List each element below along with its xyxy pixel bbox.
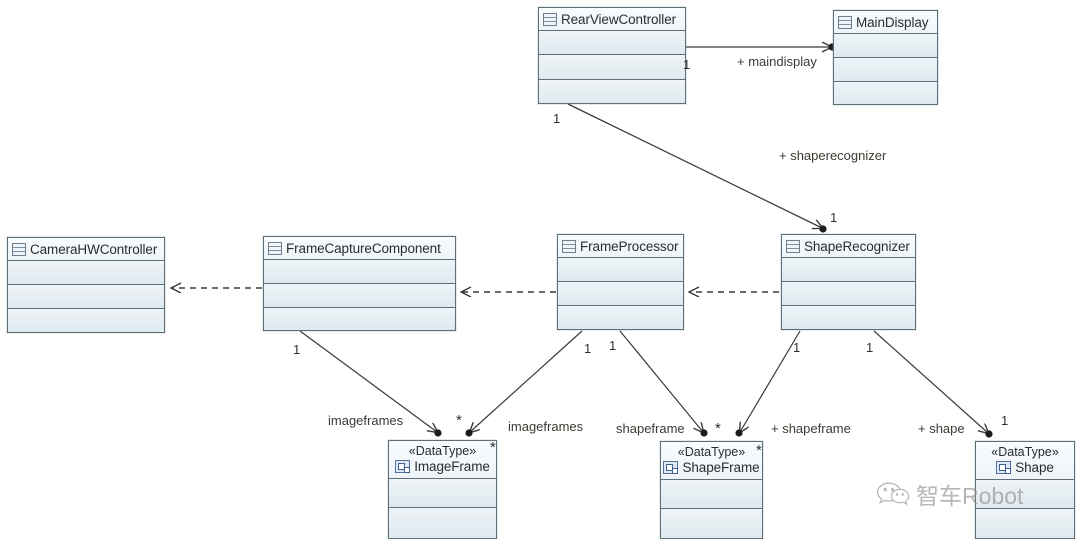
class-box-imageframe[interactable]: «DataType» ImageFrame [388, 440, 497, 539]
class-extra-compartment [782, 306, 915, 329]
class-attributes-compartment [661, 480, 762, 509]
uml-class-icon [12, 242, 26, 256]
class-attributes-compartment [834, 34, 937, 58]
multiplicity-sr-left: 1 [793, 340, 801, 355]
uml-class-icon [838, 15, 852, 29]
uml-class-icon [786, 239, 800, 253]
multiplicity-sr-right: 1 [866, 340, 874, 355]
uml-class-icon [543, 12, 557, 26]
multiplicity-imageframe-right-star: * [490, 439, 496, 456]
class-extra-compartment [558, 306, 683, 329]
class-operations-compartment [834, 58, 937, 82]
wechat-logo-icon [876, 482, 910, 506]
class-header-frameprocessor: FrameProcessor [558, 235, 683, 258]
class-header-maindisplay: MainDisplay [834, 11, 937, 34]
class-attributes-compartment [782, 258, 915, 282]
uml-class-icon [562, 239, 576, 253]
class-header-framecapturecomponent: FrameCaptureComponent [264, 237, 455, 260]
class-stereotype-shapeframe: «DataType» [677, 445, 746, 460]
class-box-camerahwcontroller[interactable]: CameraHWController [7, 237, 165, 333]
multiplicity-rvc-bottom: 1 [553, 111, 561, 126]
multiplicity-imageframe-left-star: * [456, 412, 462, 429]
class-extra-compartment [8, 309, 164, 332]
class-operations-compartment [661, 509, 762, 538]
multiplicity-rvc-maindisplay: 1 [683, 57, 691, 72]
class-operations-compartment [782, 282, 915, 306]
class-attributes-compartment [264, 260, 455, 284]
class-name-camerahwcontroller: CameraHWController [30, 241, 158, 257]
class-stereotype-imageframe: «DataType» [408, 444, 477, 459]
edge-label-shaperecognizer: + shaperecognizer [779, 148, 887, 163]
class-box-shaperecognizer[interactable]: ShapeRecognizer [781, 234, 916, 330]
multiplicity-shape-one: 1 [1001, 413, 1009, 428]
uml-class-icon [268, 241, 282, 255]
class-box-shape[interactable]: «DataType» Shape [975, 441, 1075, 539]
multiplicity-fp-right: 1 [609, 338, 617, 353]
class-header-rearviewcontroller: RearViewController [539, 8, 685, 31]
edge-rearviewcontroller-maindisplay [686, 43, 836, 50]
class-name-shaperecognizer: ShapeRecognizer [804, 238, 910, 254]
class-name-frameprocessor: FrameProcessor [580, 238, 679, 254]
class-attributes-compartment [976, 480, 1074, 509]
edge-rearviewcontroller-shaperecognizer [567, 103, 827, 233]
class-operations-compartment [264, 284, 455, 308]
class-name-framecapturecomponent: FrameCaptureComponent [286, 240, 441, 256]
class-attributes-compartment [539, 31, 685, 55]
class-operations-compartment [8, 285, 164, 309]
uml-datatype-icon [663, 460, 679, 474]
edge-label-maindisplay: + maindisplay [737, 54, 817, 69]
edge-label-shapeframe-right: + shapeframe [771, 421, 851, 436]
class-box-frameprocessor[interactable]: FrameProcessor [557, 234, 684, 330]
class-name-shapeframe: ShapeFrame [682, 459, 760, 475]
class-header-shape: «DataType» Shape [976, 442, 1074, 480]
class-box-rearviewcontroller[interactable]: RearViewController [538, 7, 686, 104]
edge-label-imageframes-left: imageframes [328, 413, 404, 428]
edge-label-shape: + shape [918, 421, 965, 436]
multiplicity-fcc-bottom: 1 [293, 342, 301, 357]
class-operations-compartment [389, 508, 496, 538]
class-name-shape: Shape [1015, 459, 1054, 475]
class-extra-compartment [539, 80, 685, 103]
class-name-imageframe: ImageFrame [414, 458, 490, 474]
class-header-shaperecognizer: ShapeRecognizer [782, 235, 915, 258]
class-header-shapeframe: «DataType» ShapeFrame [661, 442, 762, 480]
edge-label-imageframes-right: imageframes [508, 419, 584, 434]
class-header-imageframe: «DataType» ImageFrame [389, 441, 496, 479]
uml-datatype-icon [395, 459, 411, 473]
class-box-shapeframe[interactable]: «DataType» ShapeFrame [660, 441, 763, 539]
multiplicity-shapeframe-left-star: * [715, 420, 721, 437]
uml-datatype-icon [996, 460, 1012, 474]
class-operations-compartment [539, 55, 685, 80]
multiplicity-shaperecognizer-top: 1 [830, 210, 838, 225]
class-box-maindisplay[interactable]: MainDisplay [833, 10, 938, 105]
class-name-rearviewcontroller: RearViewController [561, 11, 677, 27]
class-attributes-compartment [389, 479, 496, 508]
class-box-framecapturecomponent[interactable]: FrameCaptureComponent [263, 236, 456, 331]
class-header-camerahwcontroller: CameraHWController [8, 238, 164, 261]
edge-label-shapeframe-left: shapeframe [616, 421, 685, 436]
class-operations-compartment [976, 509, 1074, 538]
class-stereotype-shape: «DataType» [991, 445, 1059, 460]
multiplicity-fp-left: 1 [584, 341, 592, 356]
class-extra-compartment [834, 82, 937, 104]
class-attributes-compartment [558, 258, 683, 282]
class-extra-compartment [264, 308, 455, 330]
class-operations-compartment [558, 282, 683, 306]
class-name-maindisplay: MainDisplay [856, 14, 929, 30]
multiplicity-shapeframe-right-star: * [756, 442, 762, 459]
class-attributes-compartment [8, 261, 164, 285]
